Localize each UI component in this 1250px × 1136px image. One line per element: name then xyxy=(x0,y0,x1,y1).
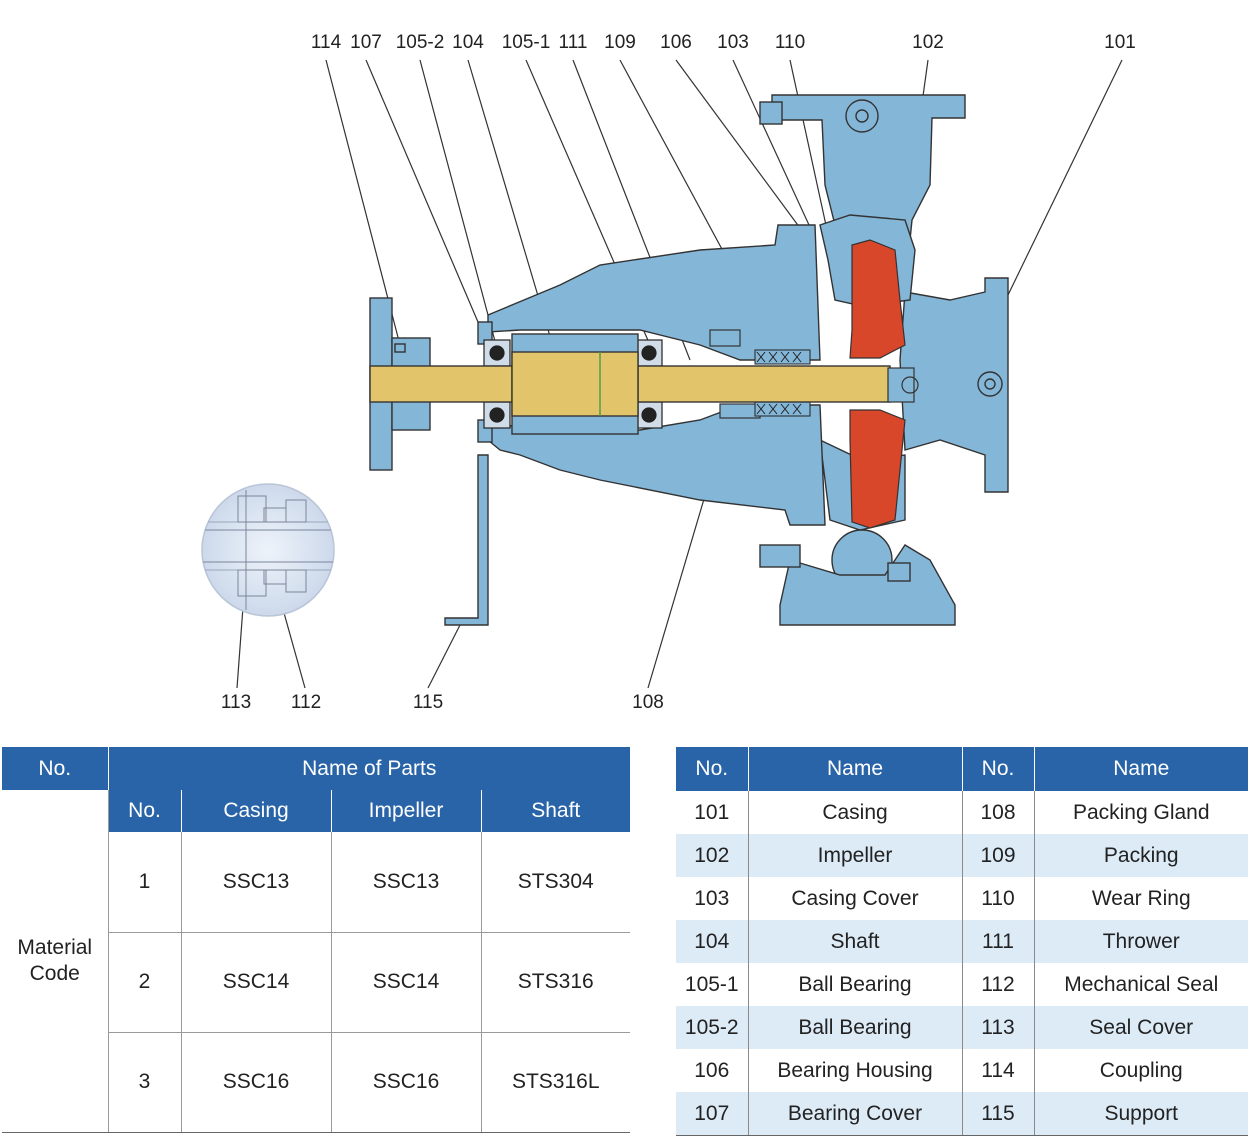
pump-cross-section-diagram: 114 107 105-2 104 105-1 111 109 106 103 … xyxy=(201,32,1136,713)
callout-108: 108 xyxy=(632,692,664,713)
part-name: Bearing Housing xyxy=(748,1049,963,1092)
table-row: 107 Bearing Cover 115 Support xyxy=(676,1092,1248,1136)
material-row: 1 SSC13 SSC13 STS304 xyxy=(2,832,630,933)
part-no: 101 xyxy=(676,791,749,834)
header-no: No. xyxy=(2,747,109,790)
packing-gland xyxy=(709,329,761,419)
part-name: Support xyxy=(1034,1092,1248,1136)
callout-112: 112 xyxy=(291,692,321,713)
parts-header-no: No. xyxy=(962,747,1035,791)
part-name: Impeller xyxy=(748,834,963,877)
material-shaft: STS316L xyxy=(481,1032,630,1133)
impeller-nut xyxy=(887,367,919,403)
callout-101: 101 xyxy=(1104,32,1136,53)
part-name: Shaft xyxy=(748,920,963,963)
callout-107: 107 xyxy=(350,32,382,53)
callout-110: 110 xyxy=(775,32,805,53)
material-row: 2 SSC14 SSC14 STS316 xyxy=(2,932,630,1033)
material-casing: SSC14 xyxy=(181,932,332,1033)
table-row: 102 Impeller 109 Packing xyxy=(676,834,1248,877)
material-casing: SSC13 xyxy=(181,832,332,933)
table-row: 101 Casing 108 Packing Gland xyxy=(676,791,1248,834)
material-impeller: SSC13 xyxy=(331,832,482,933)
part-no: 102 xyxy=(676,834,749,877)
callout-114: 114 xyxy=(311,32,342,53)
part-name: Coupling xyxy=(1099,1058,1183,1082)
part-no: 103 xyxy=(676,877,749,920)
base-support xyxy=(759,544,956,626)
part-no: 105-2 xyxy=(676,1006,749,1049)
callout-113: 113 xyxy=(221,692,251,713)
material-code-table: No. Name of Parts Material Code No. Casi… xyxy=(2,747,630,1133)
part-no: 106 xyxy=(676,1049,749,1092)
part-name: Packing xyxy=(1034,834,1248,877)
material-no: 3 xyxy=(108,1032,182,1133)
material-casing: SSC16 xyxy=(181,1032,332,1133)
part-name: Thrower xyxy=(1034,920,1248,963)
material-no: 2 xyxy=(108,932,182,1033)
part-name: Casing Cover xyxy=(748,877,963,920)
table-row: 105-2 Ball Bearing 113 Seal Cover xyxy=(676,1006,1248,1049)
callout-105-1: 105-1 xyxy=(502,32,551,53)
callout-104: 104 xyxy=(452,32,484,53)
parts-header-no: No. xyxy=(676,747,749,791)
material-no: 1 xyxy=(108,832,182,933)
casing xyxy=(899,277,1009,493)
callout-106: 106 xyxy=(660,32,692,53)
callout-103: 103 xyxy=(717,32,749,53)
parts-list-table: No. Name No. Name 101 Casing 108 Packing… xyxy=(676,747,1248,1136)
part-no: 104 xyxy=(676,920,749,963)
parts-header-name: Name xyxy=(748,747,963,791)
packing xyxy=(754,349,811,417)
part-no: 111 xyxy=(962,920,1035,963)
impeller xyxy=(849,239,906,529)
part-name: Seal Cover xyxy=(1034,1006,1248,1049)
subheader-casing: Casing xyxy=(181,790,332,832)
part-name: Ball Bearing xyxy=(748,1006,963,1049)
part-no: 107 xyxy=(676,1092,749,1136)
callout-111: 111 xyxy=(559,32,588,53)
part-no: 110 xyxy=(962,877,1035,920)
bearing-housing xyxy=(477,224,826,526)
part-no: 113 xyxy=(962,1006,1035,1049)
callout-labels: 114 107 105-2 104 105-1 111 109 106 103 … xyxy=(221,32,1136,713)
part-no: 114 xyxy=(962,1049,1035,1092)
callout-102: 102 xyxy=(912,32,944,53)
table-row: 103 Casing Cover 110 Wear Ring xyxy=(676,877,1248,920)
material-impeller: SSC16 xyxy=(331,1032,482,1133)
part-name: Bearing Cover xyxy=(748,1092,963,1136)
part-no: 109 xyxy=(962,834,1035,877)
material-impeller: SSC14 xyxy=(331,932,482,1033)
part-no: 112 xyxy=(962,963,1035,1006)
discharge-nozzle xyxy=(759,94,966,301)
table-row: 106 Bearing Housing 114 Coupling xyxy=(676,1049,1248,1092)
subheader-shaft: Shaft xyxy=(481,790,630,832)
part-name: Ball Bearing xyxy=(748,963,963,1006)
part-no: 108 xyxy=(962,791,1035,834)
shaft xyxy=(369,333,891,435)
callout-115: 115 xyxy=(413,692,443,713)
part-no: 105-1 xyxy=(676,963,749,1006)
header-name-of-parts: Name of Parts xyxy=(108,747,630,790)
material-code-label: Material Code xyxy=(2,790,109,1133)
callout-105-2: 105-2 xyxy=(396,32,445,53)
mechanical-seal-inset xyxy=(201,483,335,617)
parts-header-name: Name xyxy=(1034,747,1248,791)
callout-109: 109 xyxy=(604,32,636,53)
part-name: Mechanical Seal xyxy=(1064,972,1219,996)
material-row: 3 SSC16 SSC16 STS316L xyxy=(2,1032,630,1133)
material-shaft: STS316 xyxy=(481,932,630,1033)
table-row: 104 Shaft 111 Thrower xyxy=(676,920,1248,963)
support-bracket xyxy=(444,454,489,626)
subheader-impeller: Impeller xyxy=(331,790,482,832)
table-row: 105-1 Ball Bearing 112 Mechanical Seal xyxy=(676,963,1248,1006)
part-name: Wear Ring xyxy=(1091,886,1191,910)
part-no: 115 xyxy=(962,1092,1035,1136)
part-name: Packing Gland xyxy=(1072,800,1210,824)
subheader-no: No. xyxy=(108,790,182,832)
material-shaft: STS304 xyxy=(481,832,630,933)
part-name: Casing xyxy=(748,791,963,834)
